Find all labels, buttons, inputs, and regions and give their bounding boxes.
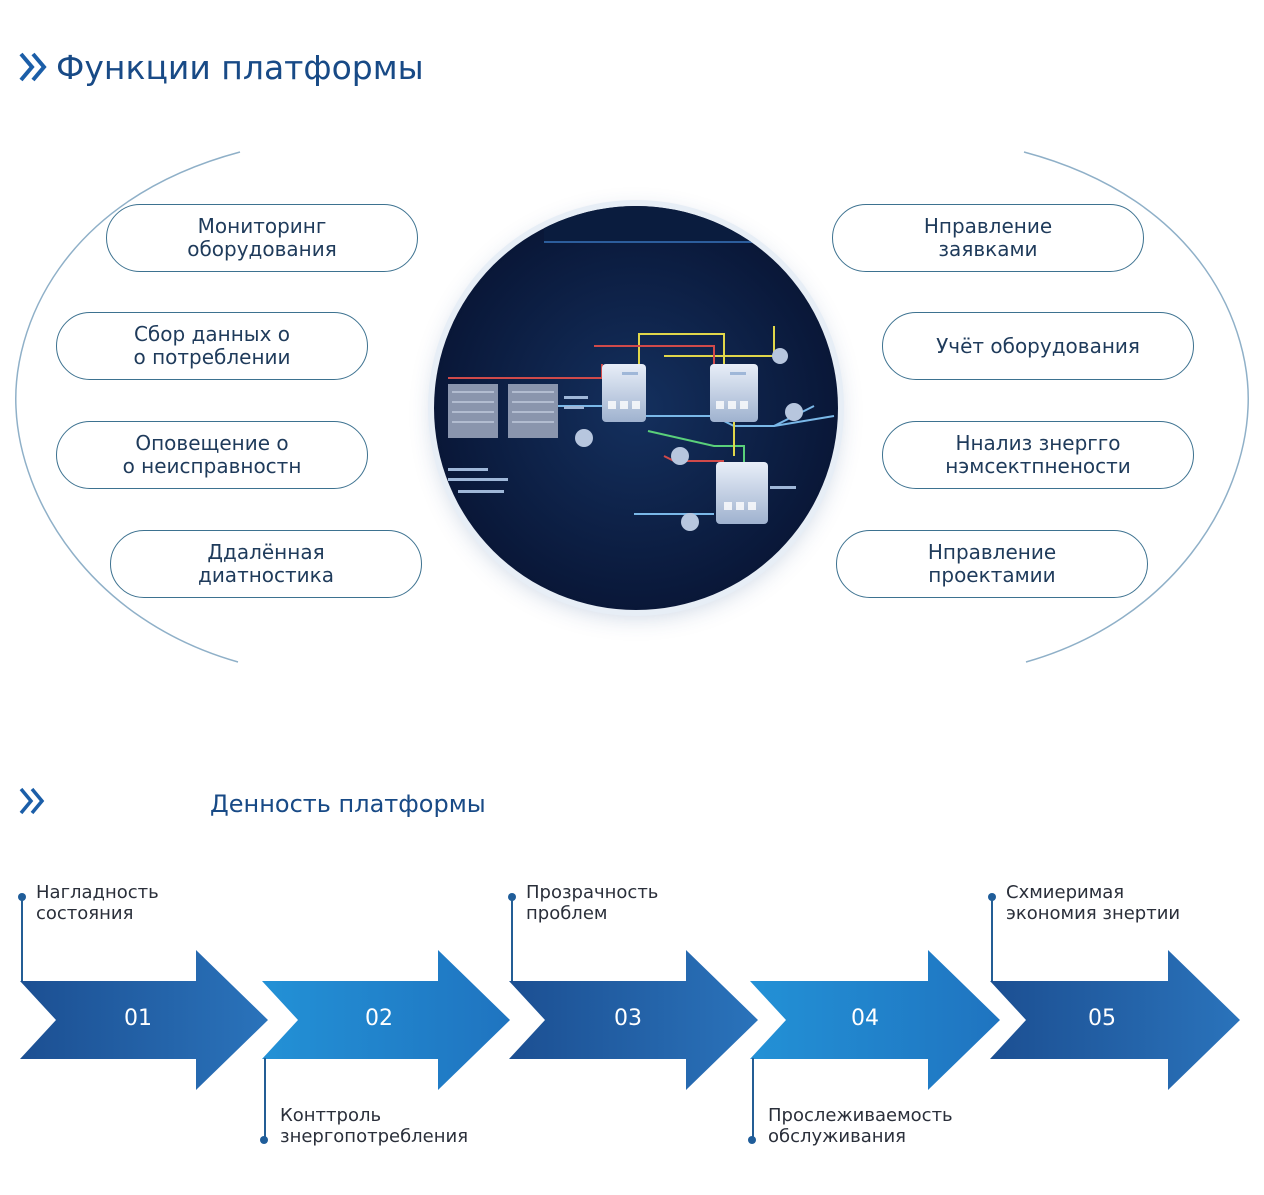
step-label-04: Прослеживаемость обслуживания: [768, 1105, 953, 1147]
double-chevron-right-icon: [18, 786, 48, 820]
callout-line-05: [991, 897, 993, 981]
section-title-value: Денность платформы: [210, 790, 486, 818]
outer-arc-frame: [15, 151, 1249, 663]
step-number-04: 04: [851, 1006, 879, 1031]
step-label-03: Прозрачность проблем: [526, 882, 659, 924]
callout-line-04: [752, 1058, 754, 1140]
step-label-01: Нагладность состояния: [36, 882, 159, 924]
step-arrow-01: [20, 950, 268, 1090]
value-steps-arrows: [20, 950, 1240, 1090]
function-pill-right-4[interactable]: Нправление проектамии: [836, 530, 1148, 598]
callout-line-01: [21, 897, 23, 981]
function-pill-left-1[interactable]: Мониторинг оборудования: [106, 204, 418, 272]
step-number-01: 01: [124, 1006, 152, 1031]
step-arrow-05: [990, 950, 1240, 1090]
step-number-02: 02: [365, 1006, 393, 1031]
step-number-05: 05: [1088, 1006, 1116, 1031]
callout-dot-04: [748, 1136, 756, 1144]
double-chevron-right-icon: [18, 50, 48, 91]
callout-dot-02: [260, 1136, 268, 1144]
function-pill-right-2[interactable]: Учёт оборудования: [882, 312, 1194, 380]
step-arrow-02: [262, 950, 510, 1090]
function-pill-left-3[interactable]: Оповещение о о неисправностн: [56, 421, 368, 489]
function-pill-right-1[interactable]: Нправление заявками: [832, 204, 1144, 272]
function-pill-left-4[interactable]: Ддалённая диатностика: [110, 530, 422, 598]
function-pill-left-2[interactable]: Сбор данных о о потреблении: [56, 312, 368, 380]
step-label-05: Схмиеримая экономия знертии: [1006, 882, 1181, 924]
step-arrow-03: [509, 950, 758, 1090]
section-title-functions: Функции платформы: [56, 48, 424, 87]
step-arrow-04: [750, 950, 1000, 1090]
equipment-schematic-image: [434, 206, 838, 610]
callout-line-02: [264, 1058, 266, 1140]
callout-line-03: [511, 897, 513, 981]
function-pill-right-3[interactable]: Ннализ знергго нэмсектпнености: [882, 421, 1194, 489]
step-label-02: Конттроль знергопотребления: [280, 1105, 469, 1147]
step-number-03: 03: [614, 1006, 642, 1031]
